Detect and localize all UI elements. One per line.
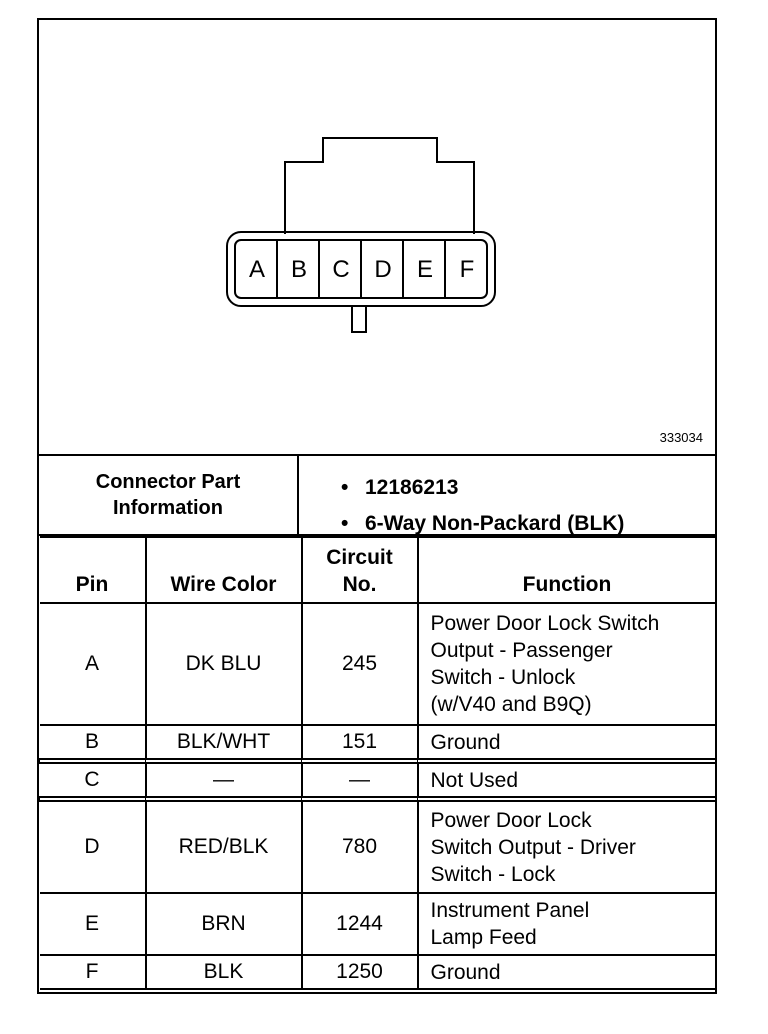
function-cell: Not Used — [416, 762, 716, 798]
function-line: Ground — [430, 960, 501, 984]
row-separator — [39, 758, 716, 764]
function-line: Ground — [430, 730, 501, 754]
connector-part-info-label: Connector Part Information — [39, 456, 299, 534]
connector-description: 6-Way Non-Packard (BLK) — [365, 512, 625, 535]
table-row: C——Not Used — [39, 762, 716, 798]
pin-cell: D — [39, 800, 147, 894]
circuit-cell: 245 — [300, 602, 419, 726]
bullet: • — [341, 476, 349, 499]
pin-label-b: B — [290, 256, 307, 283]
function-line: Switch Output - Driver — [430, 835, 636, 859]
wire-color-cell: BLK — [144, 954, 303, 990]
pin-label-c: C — [332, 256, 350, 283]
function-line: Switch - Lock — [430, 862, 556, 886]
connector-part-info-values: • 12186213 • 6-Way Non-Packard (BLK) — [341, 470, 624, 542]
function-line: Switch - Unlock — [430, 666, 576, 689]
circuit-cell: 1244 — [300, 892, 419, 956]
pin-cell: E — [39, 892, 147, 956]
header-function: Function — [416, 536, 716, 604]
row-separator — [39, 796, 716, 802]
pin-cell: C — [39, 762, 147, 798]
pin-cell: F — [39, 954, 147, 990]
connector-outline — [226, 137, 496, 333]
function-line: Not Used — [430, 768, 519, 792]
function-line: Output - Passenger — [430, 639, 613, 662]
pin-label-f: F — [459, 256, 475, 283]
header-wire-color: Wire Color — [144, 536, 303, 604]
part-number: 12186213 — [365, 476, 459, 499]
wire-color-cell: DK BLU — [144, 602, 303, 726]
circuit-cell: 780 — [300, 800, 419, 894]
function-line: Power Door Lock — [430, 808, 592, 832]
wire-color-cell: BLK/WHT — [144, 724, 303, 760]
connector-diagram-frame: A B C D E F 333034 Connector Part Inform… — [37, 18, 717, 994]
function-line: (w/V40 and B9Q) — [430, 693, 592, 716]
wire-color-cell: BRN — [144, 892, 303, 956]
function-line: Power Door Lock Switch — [430, 612, 660, 635]
function-cell: Ground — [416, 954, 716, 990]
pin-label-d: D — [374, 256, 392, 283]
part-number-line: • 12186213 — [341, 470, 624, 506]
connector-part-info: Connector Part Information • 12186213 • 6-… — [39, 454, 715, 536]
pin-label-a: A — [248, 256, 265, 283]
circuit-cell: 151 — [300, 724, 419, 760]
info-label-line1: Connector Part — [95, 471, 241, 493]
function-line: Instrument Panel — [430, 899, 590, 922]
pin-cell: A — [39, 602, 147, 726]
circuit-cell: 1250 — [300, 954, 419, 990]
bullet: • — [341, 512, 349, 535]
pin-label-e: E — [416, 256, 433, 283]
header-pin: Pin — [39, 536, 147, 604]
function-cell: Ground — [416, 724, 716, 760]
wire-color-cell: RED/BLK — [144, 800, 303, 894]
pin-cell: B — [39, 724, 147, 760]
figure-id: 333034 — [659, 430, 703, 445]
circuit-cell: — — [300, 762, 419, 798]
function-line: Lamp Feed — [430, 926, 537, 949]
wire-color-cell: — — [144, 762, 303, 798]
description-line: • 6-Way Non-Packard (BLK) — [341, 506, 624, 542]
connector-figure: A B C D E F 333034 — [39, 20, 715, 454]
info-label-line2: Information — [113, 497, 223, 519]
